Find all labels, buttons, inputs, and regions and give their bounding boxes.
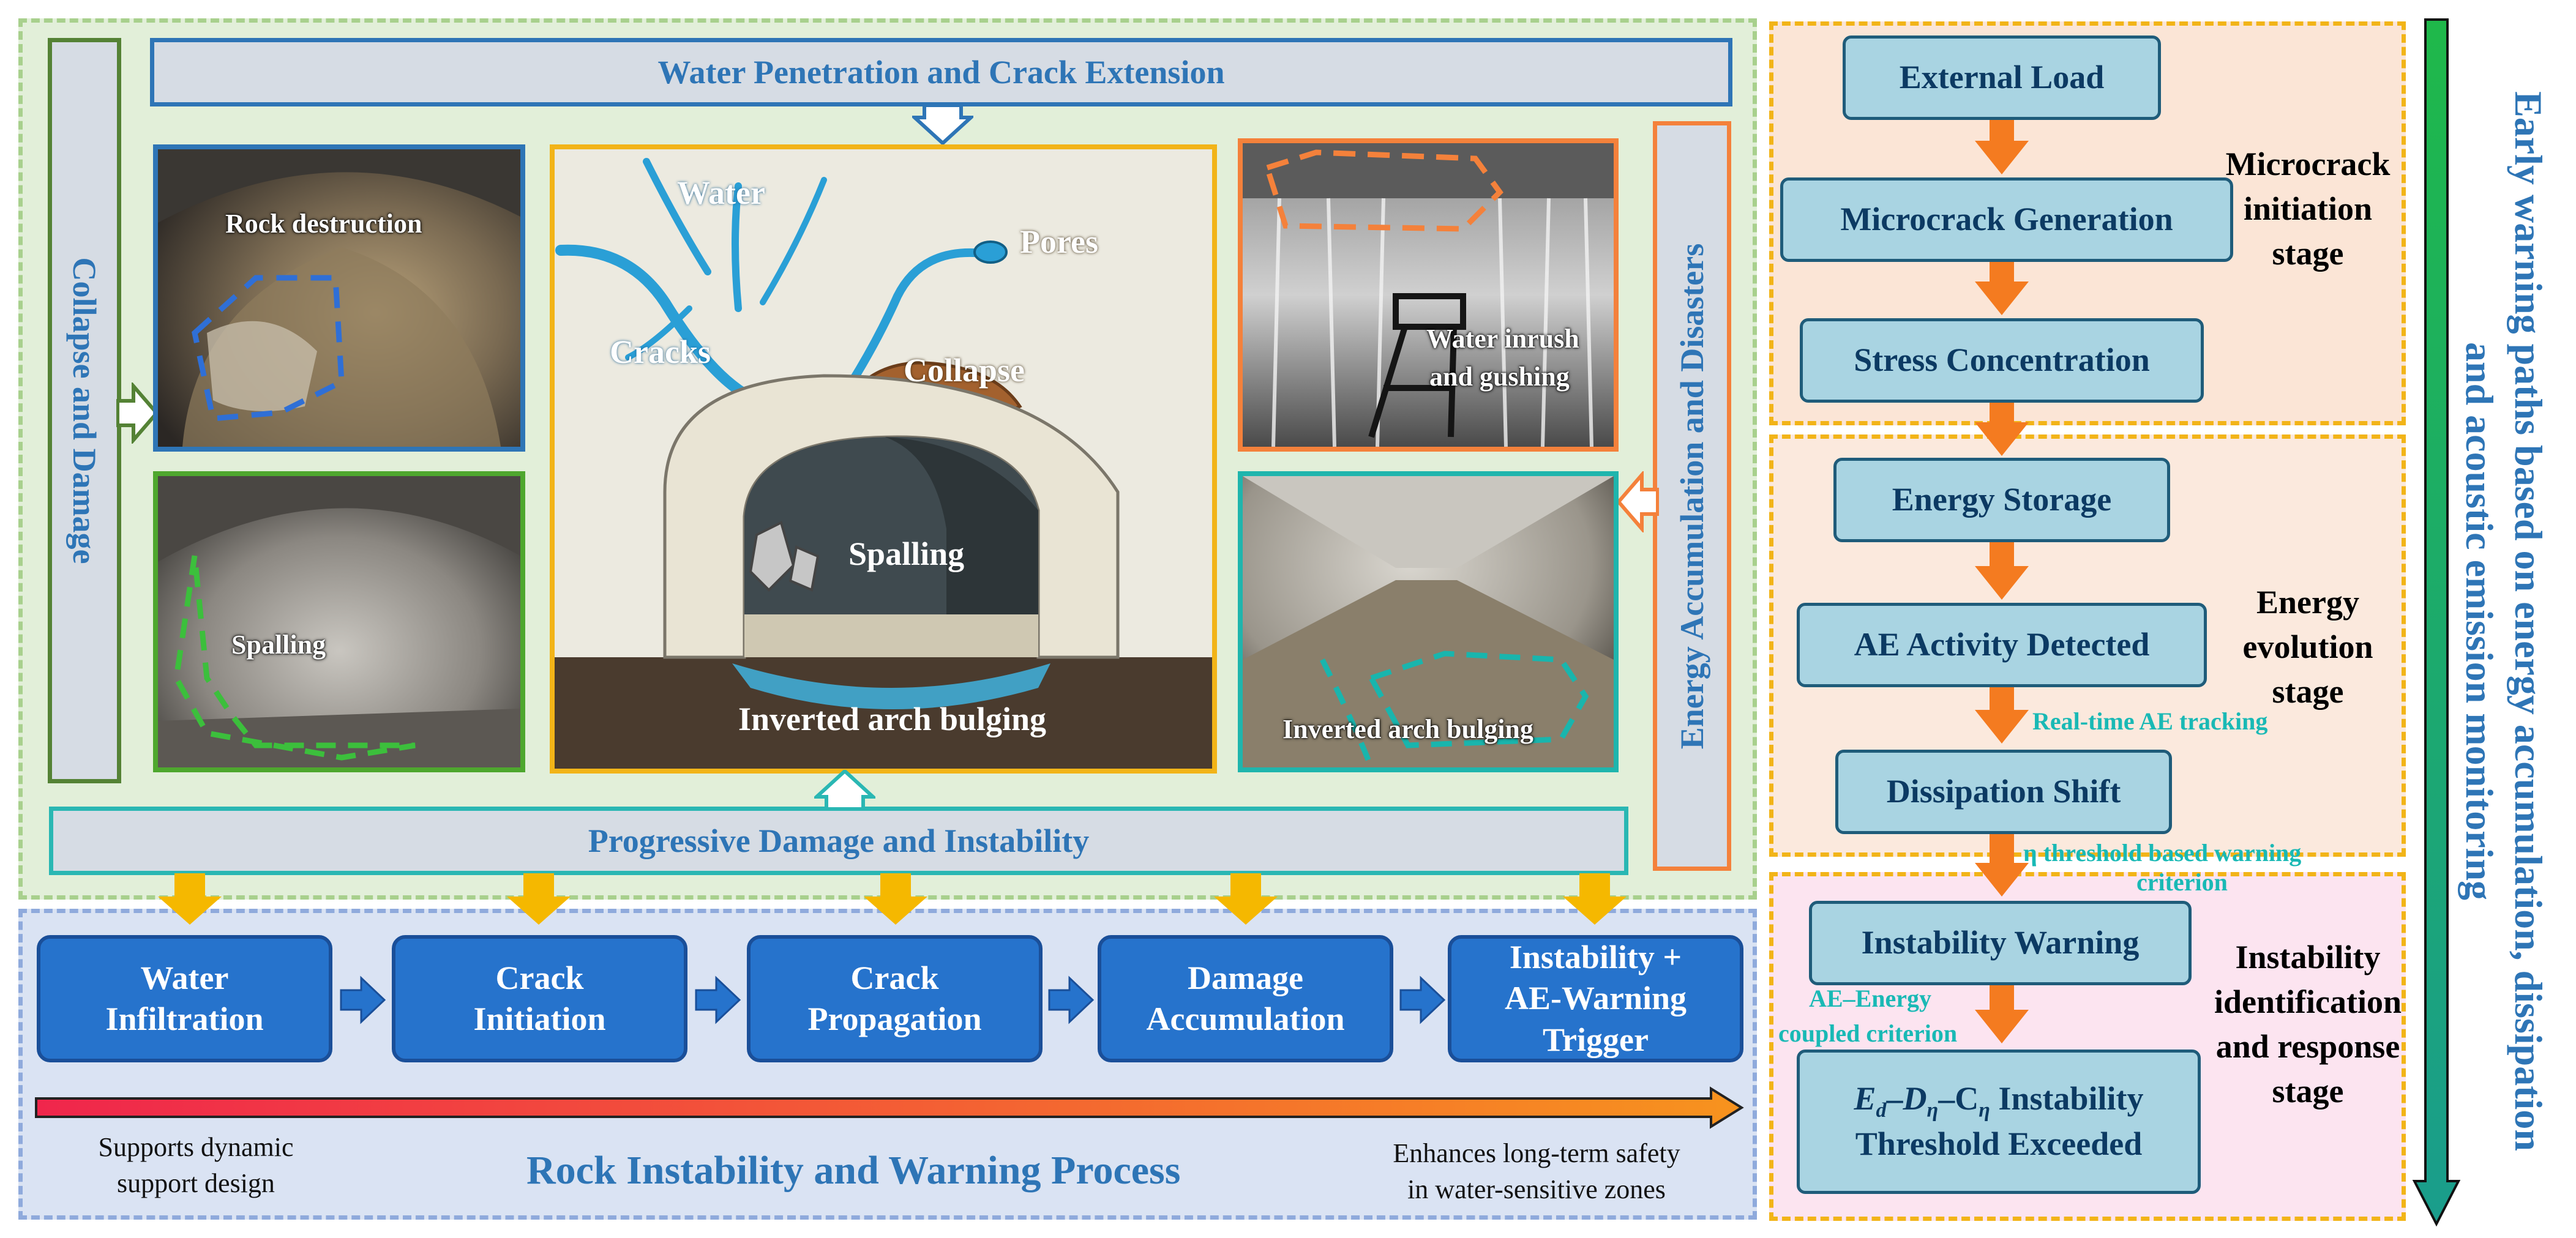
ae-activity-box: AE Activity Detected <box>1797 603 2207 687</box>
up-arrow-icon <box>814 770 875 810</box>
progressive-damage-banner: Progressive Damage and Instability <box>49 807 1628 875</box>
stage-3-line-4: stage <box>2272 1072 2344 1109</box>
ae-energy-note-1: AE–Energy <box>1809 985 1931 1012</box>
rock-destruction-label: Rock destruction <box>225 209 422 239</box>
rock-destruction-photo: Rock destruction <box>153 144 525 452</box>
right-title: Early warning paths based on energy accu… <box>2433 12 2574 1230</box>
ae-energy-note-2: coupled criterion <box>1778 1020 1958 1047</box>
water-inrush-label-1: Water inrush <box>1426 324 1579 354</box>
yellow-arrows <box>158 873 1627 925</box>
dissipation-shift-box: Dissipation Shift <box>1835 750 2172 834</box>
flow-arrows <box>1975 116 2029 1043</box>
stress-concentration-box: Stress Concentration <box>1800 318 2204 403</box>
stage-1-line-3: stage <box>2272 234 2344 272</box>
threshold-suffix: Instability <box>1990 1080 2144 1117</box>
stage-3-line-3: and response <box>2215 1027 2400 1065</box>
right-title-line-1: Early warning paths based on energy accu… <box>2507 91 2550 1151</box>
step-1-line-2: Infiltration <box>105 1001 264 1037</box>
eta-criterion-note-1: η threshold based warning <box>2023 839 2302 867</box>
note-right: Enhances long-term safety in water-sensi… <box>1347 1135 1726 1208</box>
energy-accumulation-banner: Energy Accumulation and Disasters <box>1653 121 1731 871</box>
stage-1-line-1: Microcrack <box>2225 146 2391 182</box>
instability-warning-box: Instability Warning <box>1809 901 2192 985</box>
cracks-label: Cracks <box>610 334 711 370</box>
step-2-line-1: Crack <box>495 959 584 996</box>
stage-2-line-3: stage <box>2272 673 2344 710</box>
stage-2-line-2: evolution <box>2242 628 2373 665</box>
spalling-label: Spalling <box>848 535 965 572</box>
vertical-gradient-arrow <box>2412 18 2461 1227</box>
inverted-arch-photo-label: Inverted arch bulging <box>1282 714 1533 744</box>
water-inrush-label-2: and gushing <box>1429 362 1570 392</box>
collapse-damage-banner: Collapse and Damage <box>48 38 121 783</box>
step-3-line-1: Crack <box>850 959 939 996</box>
gradient-arrow <box>35 1086 1744 1129</box>
step-5-line-3: Trigger <box>1543 1021 1649 1058</box>
water-inrush-photo: Water inrush and gushing <box>1238 138 1619 452</box>
inverted-arch-photo: Inverted arch bulging <box>1238 471 1619 772</box>
process-title: Rock Instability and Warning Process <box>526 1148 1181 1193</box>
eta-criterion-note-2: criterion <box>2136 868 2228 896</box>
stage-2-line-1: Energy <box>2256 584 2359 621</box>
threshold-formula: Ed–Dη–Cη Instability <box>1854 1080 2144 1122</box>
stage-3-line-2: identification <box>2214 983 2402 1020</box>
stage-3-line-1: Instability <box>2235 939 2381 975</box>
step-5-line-2: AE-Warning <box>1504 980 1687 1017</box>
realtime-ae-note: Real-time AE tracking <box>2032 707 2268 735</box>
note-left: Supports dynamic support design <box>67 1129 324 1202</box>
water-penetration-banner: Water Penetration and Crack Extension <box>150 38 1732 106</box>
microcrack-generation-box: Microcrack Generation <box>1780 177 2233 262</box>
note-left-line-2: support design <box>117 1168 275 1199</box>
step-3-line-2: Propagation <box>807 1001 982 1037</box>
step-5-line-1: Instability + <box>1509 938 1682 975</box>
threshold-line-2: Threshold Exceeded <box>1855 1125 2143 1163</box>
stage-1-label: Microcrack initiation stage <box>2204 142 2412 276</box>
collapse-damage-label: Collapse and Damage <box>66 257 103 564</box>
energy-accumulation-label: Energy Accumulation and Disasters <box>1674 243 1710 749</box>
step-1-line-1: Water <box>140 959 229 996</box>
left-arrow-icon <box>1616 471 1659 532</box>
tunnel-illustration: Water Pores Cracks Collapse Spalling Inv… <box>550 144 1217 774</box>
step-2-line-2: Initiation <box>473 1001 606 1037</box>
water-label: Water <box>677 174 765 211</box>
note-left-line-1: Supports dynamic <box>98 1132 294 1162</box>
spalling-photo: Spalling <box>153 471 525 772</box>
down-arrow-icon <box>912 104 973 146</box>
step-4-line-2: Accumulation <box>1146 1001 1345 1037</box>
inverted-arch-bulging-label: Inverted arch bulging <box>738 701 1047 737</box>
note-right-line-1: Enhances long-term safety <box>1393 1138 1680 1168</box>
stage-2-label: Energy evolution stage <box>2204 580 2412 714</box>
note-right-line-2: in water-sensitive zones <box>1407 1174 1666 1205</box>
external-load-box: External Load <box>1843 35 2161 120</box>
right-title-line-2: and acoustic emission monitoring <box>2458 341 2501 901</box>
process-arrows <box>340 975 1446 1024</box>
step-4-line-1: Damage <box>1188 959 1303 996</box>
stage-3-label: Instability identification and response … <box>2204 935 2412 1114</box>
right-arrow-icon <box>116 382 159 444</box>
energy-storage-box: Energy Storage <box>1833 458 2170 542</box>
threshold-exceeded-box: Ed–Dη–Cη Instability Threshold Exceeded <box>1797 1050 2201 1194</box>
spalling-photo-label: Spalling <box>231 630 326 660</box>
stage-1-line-2: initiation <box>2243 190 2373 227</box>
pores-label: Pores <box>1020 223 1098 260</box>
collapse-label: Collapse <box>904 352 1025 389</box>
